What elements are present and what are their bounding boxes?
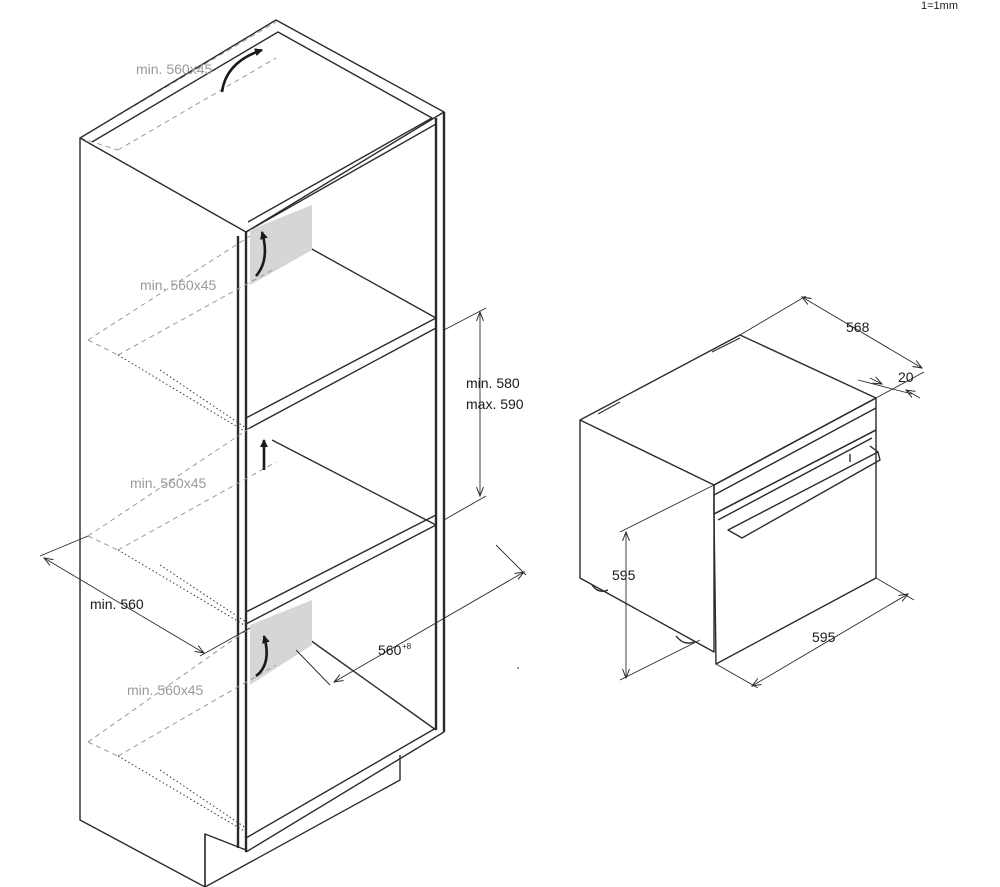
oven-depth-dimension — [802, 297, 922, 368]
oven-foot-left — [591, 584, 609, 592]
vent-label-middle: min. 560x45 — [130, 475, 206, 491]
vent-label-top: min. 560x45 — [136, 61, 212, 77]
left-side-panel — [79, 138, 247, 887]
cabinet-depth-dimension — [44, 558, 204, 653]
vent-label-upper: min. 560x45 — [140, 277, 216, 293]
oven-width-label: 595 — [812, 629, 836, 645]
oven-width-dimension — [752, 594, 908, 686]
oven-height-label: 595 — [612, 567, 636, 583]
niche-width-label: 560 — [378, 642, 402, 658]
vent-cutout-upper — [250, 205, 312, 285]
cabinet-depth-label: min. 560 — [90, 596, 144, 612]
niche-height-max: max. 590 — [466, 396, 524, 412]
oven-foot-right — [675, 635, 695, 644]
airflow-arrow-upper — [254, 231, 268, 277]
oven-handle — [727, 451, 881, 539]
scale-note: 1=1mm — [921, 0, 958, 12]
front-right-edge — [434, 112, 446, 732]
tall-cabinet: min. 560x45 min. 560x45 min. 560x45 min.… — [39, 19, 527, 887]
vent-label-lower: min. 560x45 — [127, 682, 203, 698]
top-vent-outline — [79, 21, 277, 151]
oven-door-thickness-label: 20 — [898, 369, 914, 385]
airflow-arrow-top — [220, 48, 263, 93]
oven-depth-label: 568 — [846, 319, 870, 335]
niche-width-dimension — [334, 572, 524, 682]
shelf-upper — [245, 317, 437, 431]
plinth — [204, 755, 401, 887]
oven-control-panel — [713, 397, 877, 515]
airflow-arrow-lower — [255, 635, 270, 678]
front-left-edge — [236, 232, 248, 852]
oven-left-side — [579, 420, 715, 653]
oven-top — [579, 334, 877, 486]
oven: 568 20 595 595 — [579, 295, 925, 689]
top-panel — [79, 19, 445, 233]
niche-width-tolerance: +8 — [402, 642, 412, 651]
shelf-middle — [245, 514, 437, 625]
top-panel-inner — [91, 31, 433, 223]
niche-height-min: min. 580 — [466, 375, 520, 391]
